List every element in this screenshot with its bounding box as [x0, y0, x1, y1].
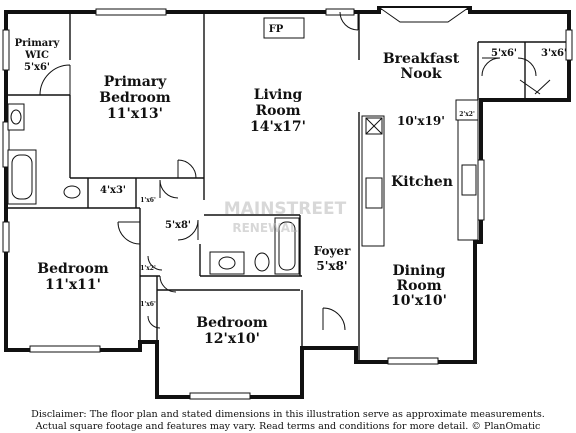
room-primary-wic-name-1: Primary [15, 38, 61, 49]
kitchen-sink [461, 164, 477, 196]
room-primary-wic-name-2: WIC [24, 50, 49, 61]
watermark-line-1: MAINSTREET [224, 199, 347, 219]
hall-5x8-label: 5'x8' [165, 220, 191, 231]
interior-walls [6, 12, 569, 362]
room-bedroom-left-name: Bedroom [37, 261, 109, 277]
closet-3x6-label: 3'x6' [541, 48, 567, 59]
room-kitchen-dim: 10'x19' [397, 114, 445, 128]
room-living-name-1: Living [254, 87, 303, 103]
fireplace-label: FP [269, 24, 284, 35]
closet-4x3-label: 4'x3' [100, 185, 126, 196]
fixtures [7, 17, 477, 275]
room-dining-dim: 10'x10' [391, 293, 447, 309]
doors [39, 11, 551, 331]
room-foyer-dim: 5'x8' [316, 259, 347, 273]
room-living-name-2: Room [255, 103, 300, 119]
room-labels: Primary WIC 5'x6' Primary Bedroom 11'x13… [15, 38, 460, 347]
windows [2, 7, 573, 400]
closet-1x6-label: 1'x6' [140, 197, 156, 204]
disclaimer-line-1: Disclaimer: The floor plan and stated di… [31, 409, 545, 420]
room-dining-name-2: Room [396, 278, 441, 294]
room-breakfast-nook-name-2: Nook [400, 66, 441, 82]
room-bedroom-left-dim: 11'x11' [45, 277, 101, 293]
toilet-primary [63, 185, 81, 199]
pantry-2x2-label: 2'x2' [459, 111, 475, 118]
room-bedroom-bottom-name: Bedroom [196, 315, 268, 331]
room-dining-name-1: Dining [393, 263, 446, 279]
room-primary-bedroom-dim: 11'x13' [107, 106, 163, 122]
room-bedroom-bottom-dim: 12'x10' [204, 331, 260, 347]
closet-5x6-label: 5'x6' [491, 48, 517, 59]
disclaimer-line-2: Actual square footage and features may v… [35, 421, 541, 432]
room-primary-bedroom-name-1: Primary [104, 74, 167, 90]
closet-1x6b-label: 1'x6' [140, 301, 156, 308]
room-breakfast-nook-name-1: Breakfast [383, 51, 460, 67]
exterior-walls [4, 6, 571, 399]
room-living-dim: 14'x17' [250, 119, 306, 135]
toilet-hall [254, 252, 270, 272]
room-kitchen-name: Kitchen [391, 174, 453, 190]
watermark-line-2: RENEWAL [232, 221, 298, 235]
fireplace [263, 17, 305, 39]
room-primary-wic-dim: 5'x6' [24, 62, 50, 73]
small-labels: FP 5'x6' 3'x6' 4'x3' 5'x8' 1'x6' 1'x2' 1… [100, 24, 567, 308]
room-primary-bedroom-name-2: Bedroom [99, 90, 171, 106]
watermark: MAINSTREET RENEWAL [224, 199, 347, 235]
disclaimer: Disclaimer: The floor plan and stated di… [0, 409, 576, 433]
closet-1x2-label: 1'x2' [140, 265, 156, 272]
room-foyer-name: Foyer [314, 244, 351, 258]
